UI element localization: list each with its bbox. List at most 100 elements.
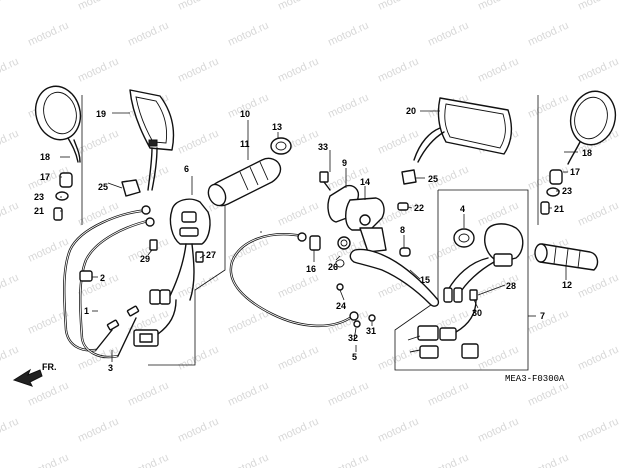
watermark-text: motod.ru: [326, 451, 370, 468]
callout-10: 10: [240, 109, 250, 119]
callout-12: 12: [562, 280, 572, 290]
callout-leaders: [60, 110, 578, 362]
watermark-text: motod.ru: [576, 0, 620, 13]
callout-20: 20: [406, 106, 416, 116]
watermark-text: motod.ru: [276, 55, 320, 84]
watermark-text: motod.ru: [476, 55, 520, 84]
watermark-text: motod.ru: [176, 343, 220, 372]
watermark-text: motod.ru: [76, 415, 120, 444]
watermark-text: motod.ru: [326, 379, 370, 408]
callout-23-right: 23: [562, 186, 572, 196]
watermark-text: motod.ru: [376, 55, 420, 84]
watermark-text: motod.ru: [0, 199, 21, 228]
callout-30: 30: [472, 308, 482, 318]
right-rect-mirror: [413, 97, 513, 163]
watermark-text: motod.ru: [0, 415, 21, 444]
left-switch-housing: [133, 198, 211, 347]
callout-31: 31: [366, 326, 376, 336]
watermark-text: motod.ru: [526, 91, 570, 120]
callout-18-left: 18: [40, 152, 50, 162]
watermark-text: motod.ru: [526, 19, 570, 48]
callout-2: 2: [100, 273, 105, 283]
watermark-text: motod.ru: [376, 343, 420, 372]
callout-21-left: 21: [34, 206, 44, 216]
watermark-text: motod.ru: [276, 199, 320, 228]
watermark-text: motod.ru: [26, 235, 70, 264]
watermark-text: motod.ru: [0, 55, 21, 84]
watermark-text: motod.ru: [26, 19, 70, 48]
callout-25-left: 25: [98, 182, 108, 192]
callout-32: 32: [348, 333, 358, 343]
watermark-text: motod.ru: [0, 271, 21, 300]
mirror-cap-25: [121, 169, 417, 197]
left-rect-mirror: [129, 89, 175, 191]
watermark-text: motod.ru: [276, 343, 320, 372]
callout-5: 5: [352, 352, 357, 362]
watermark-text: motod.ru: [526, 451, 570, 468]
callout-29: 29: [140, 254, 150, 264]
watermark-text: motod.ru: [576, 199, 620, 228]
watermark-text: motod.ru: [576, 55, 620, 84]
throttle-grip: [207, 137, 292, 207]
callout-19: 19: [96, 109, 106, 119]
diagram-code: MEA3-F0300A: [505, 374, 565, 384]
watermark-text: motod.ru: [226, 379, 270, 408]
callout-27: 27: [206, 250, 216, 260]
callout-1: 1: [84, 306, 89, 316]
watermark-text: motod.ru: [76, 127, 120, 156]
watermark-text: motod.ru: [376, 0, 420, 13]
watermark-text: motod.ru: [426, 379, 470, 408]
watermark-text: motod.ru: [0, 127, 21, 156]
watermark-text: motod.ru: [176, 55, 220, 84]
front-direction-indicator: FR.: [12, 362, 57, 387]
watermark-text: motod.ru: [426, 19, 470, 48]
watermark-text: motod.ru: [276, 0, 320, 13]
watermark-text: motod.ru: [226, 307, 270, 336]
hardware-screws: [149, 171, 478, 328]
watermark-text: motod.ru: [26, 379, 70, 408]
right-mirror-adapter: [540, 169, 563, 215]
callout-4: 4: [460, 204, 465, 214]
center-cable: [229, 232, 359, 328]
watermark-text: motod.ru: [576, 415, 620, 444]
left-handlebar-grip: [534, 243, 599, 271]
callout-23-left: 23: [34, 192, 44, 202]
watermark-text: motod.ru: [0, 343, 21, 372]
brake-lever-assembly: [309, 184, 440, 307]
callout-11: 11: [240, 139, 250, 149]
watermark-text: motod.ru: [26, 451, 70, 468]
watermark-text: motod.ru: [476, 343, 520, 372]
watermark-text: motod.ru: [576, 271, 620, 300]
watermark-text: motod.ru: [126, 19, 170, 48]
watermark-text: motod.ru: [0, 0, 21, 13]
callout-7: 7: [540, 311, 545, 321]
left-cables: [63, 205, 155, 359]
watermark-text: motod.ru: [176, 271, 220, 300]
callout-33: 33: [318, 142, 328, 152]
watermark-text: motod.ru: [176, 0, 220, 13]
callout-13: 13: [272, 122, 282, 132]
watermark-text: motod.ru: [76, 55, 120, 84]
callout-9: 9: [342, 158, 347, 168]
callout-numbers: 18 17 23 21 19 25 6 10 11 13 2 1 3 29 27…: [34, 106, 592, 373]
watermark-text: motod.ru: [326, 19, 370, 48]
callout-14: 14: [360, 177, 370, 187]
watermark-text: motod.ru: [126, 379, 170, 408]
watermark-text: motod.ru: [226, 19, 270, 48]
callout-8: 8: [400, 225, 405, 235]
callout-17-left: 17: [40, 172, 50, 182]
right-round-mirror: [567, 90, 617, 165]
callout-16: 16: [306, 264, 316, 274]
callout-15: 15: [420, 275, 430, 285]
callout-22: 22: [414, 203, 424, 213]
watermark-text: motod.ru: [76, 0, 120, 13]
callout-6: 6: [184, 164, 189, 174]
left-round-mirror: [34, 85, 82, 163]
watermark-text: motod.ru: [126, 451, 170, 468]
callout-25-right: 25: [428, 174, 438, 184]
watermark-text: motod.ru: [376, 415, 420, 444]
right-switch-housing: [407, 223, 524, 359]
watermark-text: motod.ru: [226, 451, 270, 468]
callout-28: 28: [506, 281, 516, 291]
